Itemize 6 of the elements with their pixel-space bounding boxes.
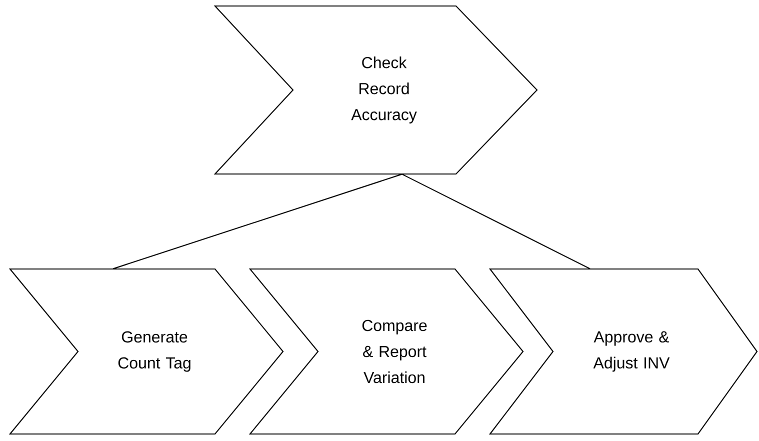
connector-line	[112, 174, 402, 270]
chevron-box: Check Record Accuracy	[214, 5, 538, 175]
chevron-box: Approve & Adjust INV	[488, 268, 758, 435]
chevron-box: Compare & Report Variation	[248, 268, 524, 435]
connector-line	[402, 174, 590, 270]
chevron-box: Generate Count Tag	[8, 268, 284, 435]
